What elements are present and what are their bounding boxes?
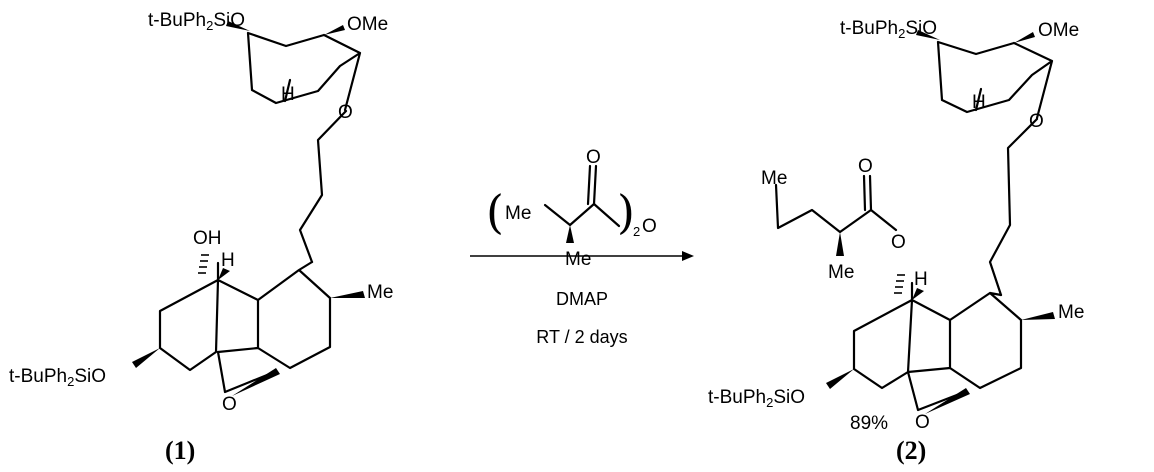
c2-h-bond bbox=[974, 87, 983, 112]
c2-epoxide-o-label: O bbox=[915, 412, 930, 433]
c1-epoxide bbox=[216, 350, 274, 394]
catalyst-label: DMAP bbox=[556, 289, 608, 309]
c2-tbdps-bottom-label: t-BuPh2SiO bbox=[708, 387, 805, 410]
reagent-me-bottom: Me bbox=[565, 249, 591, 270]
c1-decalin bbox=[158, 260, 332, 372]
c1-oh-hash bbox=[198, 254, 209, 274]
reagent-carbonyl-1 bbox=[592, 164, 598, 206]
c2-decalin bbox=[852, 281, 1023, 390]
reagent-paren-right: ) bbox=[617, 185, 635, 239]
reagent-block: ( Me O Me ) 2 O DMAP RT / 2 days bbox=[470, 147, 694, 347]
reagent-me-left: Me bbox=[505, 203, 531, 224]
c2-wedge-me bbox=[1021, 312, 1055, 320]
c2-side-chain bbox=[988, 117, 1039, 297]
c1-h-bond bbox=[283, 78, 292, 103]
c1-tbdps-top-label: t-BuPh2SiO bbox=[148, 10, 245, 33]
c1-side-chain bbox=[298, 109, 348, 264]
c2-ester-me-bottom-label: Me bbox=[828, 262, 854, 283]
reagent-carbonyl-2 bbox=[586, 164, 592, 206]
c1-h-fusion-label: H bbox=[221, 250, 235, 271]
c1-oh-label: OH bbox=[193, 228, 222, 249]
c1-tbdps-bottom-label: t-BuPh2SiO bbox=[9, 366, 106, 389]
c2-ester-carbonyl-o-label: O bbox=[858, 156, 873, 177]
c2-wedge-otbdps-top bbox=[916, 30, 940, 40]
c2-wedge-ome bbox=[1014, 32, 1035, 43]
c1-wedge-me bbox=[330, 291, 365, 298]
reagent-anhydride-o: O bbox=[642, 216, 657, 237]
c1-pyran-ring bbox=[246, 31, 362, 112]
reagent-chain bbox=[543, 202, 621, 228]
c2-h-fusion-label: H bbox=[914, 269, 928, 290]
compound-1-label: (1) bbox=[165, 436, 195, 465]
c2-epoxide bbox=[906, 370, 964, 412]
c1-wedge-ome bbox=[324, 25, 345, 35]
c2-h-ring-label: H bbox=[972, 92, 986, 113]
reagent-carbonyl-o: O bbox=[586, 147, 601, 168]
c2-wedge-ester-me bbox=[836, 232, 844, 256]
c1-ome-label: OMe bbox=[347, 14, 388, 35]
c2-me-label: Me bbox=[1058, 302, 1084, 323]
compound-2: t-BuPh2SiO OMe H O Me O O Me H Me t-BuPh… bbox=[708, 18, 1084, 465]
yield-label: 89% bbox=[850, 413, 888, 434]
c1-epoxide-hash bbox=[232, 368, 280, 396]
c2-wedge-h-fusion bbox=[912, 288, 924, 300]
c2-wedge-otbdps-bottom bbox=[826, 369, 854, 389]
reagent-subscript: 2 bbox=[633, 224, 640, 239]
c2-tbdps-top-label: t-BuPh2SiO bbox=[840, 18, 937, 41]
c2-ester-carbonyl-2 bbox=[862, 174, 867, 212]
compound-1: t-BuPh2SiO OMe H O OH H Me t-BuPh2SiO O … bbox=[9, 10, 393, 465]
c2-epoxide-hash bbox=[925, 388, 970, 414]
conditions-label: RT / 2 days bbox=[536, 327, 627, 347]
c2-ester-me-top-label: Me bbox=[761, 168, 787, 189]
c1-h-ring-label: H bbox=[281, 84, 295, 105]
c2-ester-o-label: O bbox=[891, 232, 906, 253]
reaction-arrowhead bbox=[682, 251, 694, 261]
compound-2-label: (2) bbox=[896, 436, 926, 465]
c2-ester-carbonyl-1 bbox=[868, 174, 873, 212]
c1-wedge-otbdps-bottom bbox=[132, 348, 160, 368]
c1-o-ring-label: O bbox=[338, 102, 353, 123]
c2-o-ring-label: O bbox=[1029, 111, 1044, 132]
c2-ester-chain bbox=[774, 183, 898, 234]
c2-ester-hash bbox=[894, 274, 905, 294]
c1-epoxide-o-label: O bbox=[222, 394, 237, 415]
c2-ome-label: OMe bbox=[1038, 20, 1079, 41]
c2-pyran-ring bbox=[936, 40, 1054, 120]
reagent-wedge-me bbox=[566, 225, 574, 243]
reagent-paren-left: ( bbox=[486, 185, 504, 239]
c1-me-label: Me bbox=[367, 282, 393, 303]
c1-wedge-otbdps-top bbox=[226, 21, 250, 31]
c1-wedge-h-fusion bbox=[218, 268, 230, 280]
